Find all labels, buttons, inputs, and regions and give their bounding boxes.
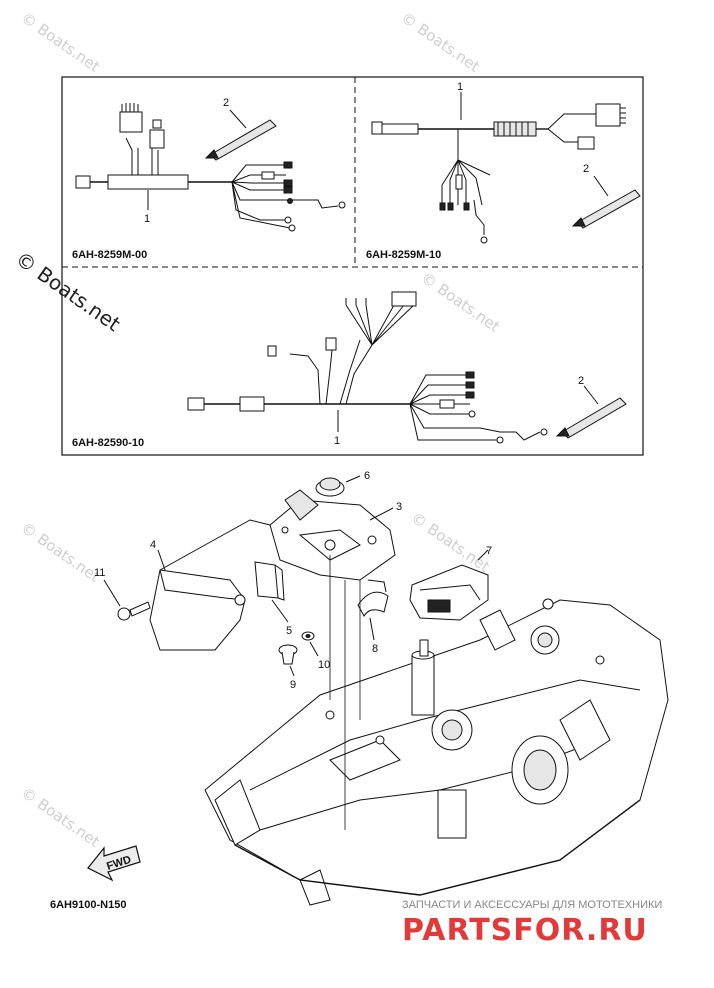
callout-number: 9 [290,679,296,691]
watermark: © Boats.net [18,9,103,76]
brand-logo: ЗАПЧАСТИ И АКСЕССУАРЫ ДЛЯ МОТОТЕХНИКИ PA… [402,899,662,948]
callout-number: 6 [364,470,370,482]
callout-number: 2 [223,97,229,109]
cable-tie-b[interactable]: 2 [571,163,641,229]
grommet[interactable]: 6 [315,470,370,497]
watermark: © Boats.net [408,509,493,576]
callout-number: 11 [94,567,105,579]
callout-number: 2 [578,375,584,387]
washer[interactable]: 10 [301,631,330,671]
callout-number: 3 [396,501,402,513]
kit-code: 6AH-82590-10 [72,437,144,449]
assembly-leader-lines [329,555,361,830]
wire-harness-b[interactable]: 1 [371,81,626,244]
brand-tagline: ЗАПЧАСТИ И АКСЕССУАРЫ ДЛЯ МОТОТЕХНИКИ [402,899,662,911]
watermark: © Boats.net [418,269,503,336]
clamp[interactable]: 8 [357,579,389,655]
cover[interactable]: 4 [149,519,271,651]
wire-harness-a[interactable]: 1 [75,103,346,232]
screw[interactable]: 9 [278,644,298,691]
kit-code: 6AH-8259M-00 [72,249,147,261]
figure-code: 6AH9100-N150 [50,899,126,911]
engine-block [204,598,669,906]
callout-number: 2 [583,163,589,175]
callout-number: 10 [318,659,330,671]
callout-number: 8 [372,643,378,655]
callout-number: 4 [150,539,156,551]
kit-box-border [61,76,644,456]
kit-code: 6AH-8259M-10 [366,249,441,261]
cable-tie-a[interactable]: 2 [204,97,277,161]
callout-number: 1 [334,435,340,447]
bolt[interactable]: 11 [94,567,151,621]
brand-name: PARTSFOR.RU [402,913,648,948]
callout-number: 7 [486,545,492,557]
cable-tie-c[interactable]: 2 [555,375,627,439]
watermark: © Boats.net [398,9,483,76]
watermark: © Boats.net [18,784,103,851]
wire-harness-c[interactable]: 1 [187,291,548,447]
callout-number: 5 [286,625,292,637]
clip-plate[interactable]: 5 [254,561,292,637]
callout-number: 1 [457,81,463,93]
bracket[interactable]: 3 [269,489,402,581]
kit-box [61,76,644,456]
connector-housing[interactable]: 7 [409,545,492,621]
fwd-arrow-icon: FWD [87,845,141,882]
callout-number: 1 [144,213,150,225]
watermark: © Boats.net [18,519,103,586]
